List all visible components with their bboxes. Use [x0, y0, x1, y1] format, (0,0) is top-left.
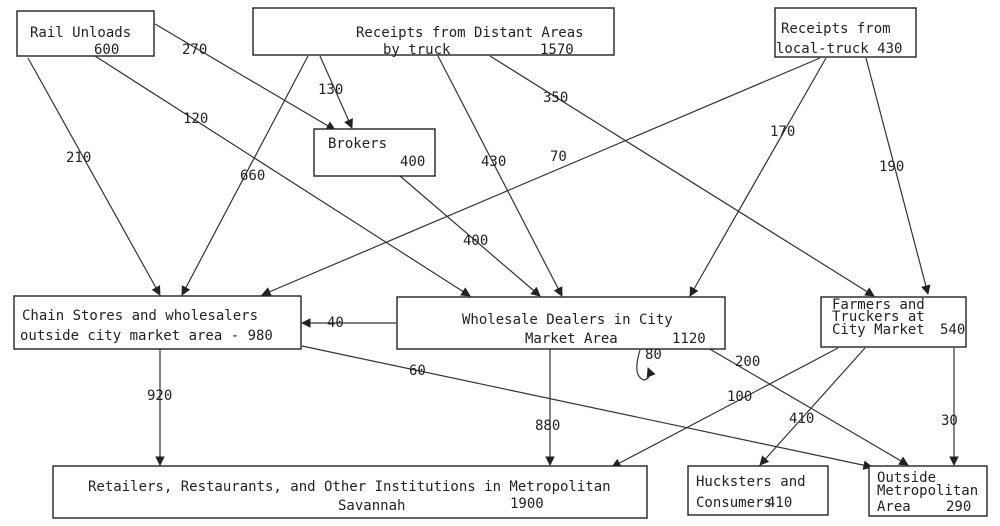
node-wholesale-dealers-value: 1120: [672, 331, 706, 347]
flow-label-farmers-hucksters: 410: [789, 411, 814, 427]
node-receipts-local-title: Receipts from: [781, 21, 891, 37]
flow-label-wholesale-outside: 200: [735, 354, 760, 370]
flow-label-farmers-retailers: 100: [727, 389, 752, 405]
node-outside-metro: Outside Metropolitan Area 290: [868, 465, 988, 517]
node-hucksters: Hucksters and Consumers 410: [687, 465, 829, 516]
flow-distant-to-brokers-arrow: [319, 55, 353, 129]
node-hucksters-subtitle: Consumers: [696, 495, 772, 511]
node-outside-line1: Outside: [877, 470, 936, 486]
flow-wholesale-self-loop-arrow: [636, 349, 656, 381]
flow-farmers-to-hucksters-arrow: [759, 347, 866, 466]
node-receipts-distant-title: Receipts from Distant Areas: [356, 25, 584, 41]
node-retailers: Retailers, Restaurants, and Other Instit…: [52, 465, 648, 519]
flow-label-distant-farmers: 350: [543, 90, 568, 106]
flow-label-distant-brokers: 130: [318, 82, 343, 98]
flow-label-rail-brokers: 270: [182, 42, 207, 58]
flow-label-distant-chain: 660: [240, 168, 265, 184]
flow-label-wholesale-retailers: 880: [535, 418, 560, 434]
flow-local-to-chain-arrow: [261, 57, 821, 297]
flow-label-local-farmers: 190: [879, 159, 904, 175]
flow-distant-to-chain-arrow: [181, 55, 309, 296]
flow-local-to-wholesale-arrow: [689, 57, 827, 297]
node-outside-value: 290: [946, 499, 971, 515]
node-chain-stores-subtitle: outside city market area - 980: [20, 328, 273, 344]
node-retailers-title: Retailers, Restaurants, and Other Instit…: [88, 479, 611, 495]
flow-brokers-to-wholesale-arrow: [399, 175, 541, 297]
flow-distant-to-wholesale-arrow: [437, 55, 563, 297]
flow-distant-to-farmers-arrow: [489, 55, 875, 297]
node-receipts-distant: Receipts from Distant Areas by truck 157…: [252, 7, 615, 58]
node-rail-unloads-title: Rail Unloads: [30, 25, 131, 41]
node-retailers-subtitle: Savannah: [338, 498, 405, 514]
node-outside-line2: Metropolitan: [877, 483, 978, 499]
node-receipts-local: Receipts from local-truck 430: [774, 7, 917, 58]
node-receipts-distant-subtitle: by truck: [383, 42, 451, 58]
flow-label-chain-outside: 60: [409, 363, 426, 379]
node-farmers-truckers: Farmers and Truckers at City Market 540: [820, 296, 967, 348]
node-outside-line3: Area: [877, 499, 911, 515]
node-hucksters-value: 410: [767, 495, 792, 511]
flow-local-to-farmers-arrow: [865, 57, 931, 295]
flow-rail-to-brokers-arrow: [154, 23, 336, 131]
flow-edges: 270 120 210 130 660 430 350 70 170 190 4…: [27, 23, 959, 470]
flow-wholesale-to-outside-arrow: [707, 347, 909, 466]
flow-label-wholesale-self: 80: [645, 347, 662, 363]
node-farmers-line3: City Market: [832, 322, 925, 338]
flow-chain-to-outside-arrow: [301, 345, 873, 470]
flow-label-local-wholesale: 170: [770, 124, 795, 140]
flow-label-wholesale-chain: 40: [327, 315, 344, 331]
flow-label-rail-wholesale: 120: [183, 111, 208, 127]
flow-label-rail-chain: 210: [66, 150, 91, 166]
flow-label-distant-wholesale: 430: [481, 154, 506, 170]
node-rail-unloads: Rail Unloads 600: [16, 10, 155, 58]
flow-label-brokers-wholesale: 400: [463, 233, 488, 249]
node-chain-stores-title: Chain Stores and wholesalers: [22, 308, 258, 324]
node-wholesale-dealers-subtitle: Market Area: [525, 331, 618, 347]
flow-label-chain-retailers: 920: [147, 388, 172, 404]
flow-label-farmers-outside: 30: [941, 413, 958, 429]
flow-rail-to-chain-arrow: [27, 57, 161, 296]
node-farmers-line1: Farmers and: [832, 297, 925, 313]
node-chain-stores: Chain Stores and wholesalers outside cit…: [13, 295, 302, 350]
node-brokers: Brokers 400: [313, 128, 436, 177]
node-receipts-distant-value: 1570: [540, 42, 574, 58]
node-receipts-local-value: local-truck 430: [776, 41, 902, 57]
node-farmers-line2: Truckers at: [832, 309, 925, 325]
flow-nodes: Rail Unloads 600 Receipts from Distant A…: [13, 7, 988, 519]
node-brokers-title: Brokers: [328, 136, 387, 152]
flow-label-local-chain: 70: [550, 149, 567, 165]
node-hucksters-title: Hucksters and: [696, 474, 806, 490]
flow-rail-to-wholesale-arrow: [94, 55, 471, 297]
node-wholesale-dealers-title: Wholesale Dealers in City: [462, 312, 673, 328]
flow-farmers-to-retailers-arrow: [611, 347, 839, 468]
node-rail-unloads-value: 600: [94, 42, 119, 58]
node-brokers-value: 400: [400, 154, 425, 170]
node-retailers-value: 1900: [510, 496, 544, 512]
node-wholesale-dealers: Wholesale Dealers in City Market Area 11…: [396, 296, 726, 350]
node-farmers-value: 540: [940, 322, 965, 338]
